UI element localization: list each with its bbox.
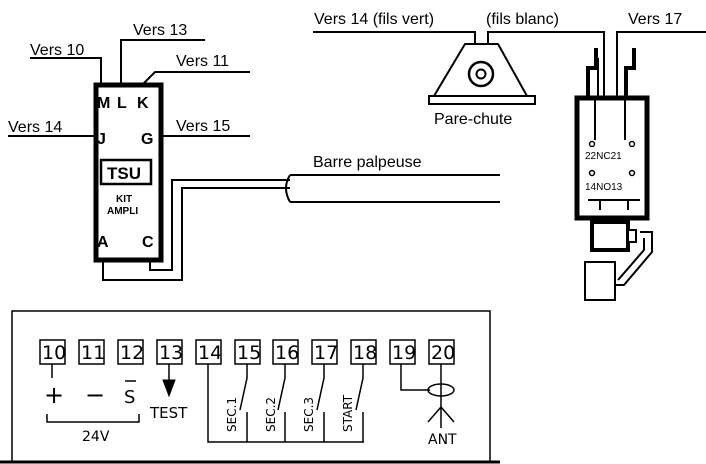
wire-vers11: [141, 71, 250, 86]
terminal-box-15: [234, 339, 261, 365]
terminal-box-18: [350, 339, 377, 365]
pare-chute-base: [428, 95, 536, 105]
terminal-label-15: 15: [237, 342, 261, 364]
switch-screw-no-left: [588, 169, 596, 177]
test-input: TEST: [149, 364, 188, 422]
test-arrow-icon: [162, 379, 176, 398]
switch-actuator-stub: [627, 229, 637, 243]
label-vers14: Vers 14: [8, 119, 62, 136]
barre-end: [285, 174, 291, 203]
terminal-box-17: [311, 339, 338, 365]
common-rail-14: [207, 364, 364, 443]
tsu-kit-ampli-module: M L K J G TSU KIT AMPLI A C: [93, 82, 164, 263]
label-14no13: 14NO13: [585, 182, 623, 193]
contact-sec2: [277, 364, 286, 442]
safety-contacts: SEC.1 SEC.2 SEC.3 START: [207, 364, 364, 443]
label-fils-blanc: (fils blanc): [486, 11, 559, 28]
module-line-kit: KIT: [116, 194, 132, 205]
supply-bracket: [46, 414, 140, 423]
tsu-badge-label: TSU: [107, 164, 141, 183]
pin-k: K: [137, 95, 149, 112]
switch-screw-nc-left: [588, 140, 596, 148]
terminal-label-17: 17: [314, 342, 338, 364]
switch-bottom-inner: [588, 199, 640, 210]
terminal-block-frame: [11, 310, 491, 462]
limit-switch: Vers 17 22NC21 14NO13: [574, 11, 706, 301]
terminal-boxes: 10 11 12 13 14 15 16 17 18 19 20: [39, 339, 455, 365]
terminal-label-13: 13: [159, 342, 183, 364]
wire-fils-blanc: [487, 31, 605, 105]
supply-24v: + − S 24V: [44, 364, 140, 445]
contact-start: [355, 364, 364, 442]
pin-j: J: [97, 131, 106, 148]
label-vers17: Vers 17: [628, 11, 682, 28]
pin-c: C: [142, 234, 154, 251]
wire-19: [400, 364, 430, 391]
pare-chute-inner-ring: [475, 68, 487, 80]
label-vers13: Vers 13: [133, 22, 187, 39]
terminal-box-12: [117, 339, 144, 365]
terminal-box-13: [156, 339, 183, 365]
label-22nc21: 22NC21: [585, 151, 622, 162]
antenna-coil: [427, 383, 455, 397]
terminal-block: 10 11 12 13 14 15 16 17 18 19 20 +: [0, 310, 500, 464]
label-vers15: Vers 15: [176, 118, 230, 135]
cable-a-wire: [102, 187, 290, 281]
contact-sec3: [316, 364, 325, 442]
wire-vers13: [120, 39, 205, 85]
module-line-ampli: AMPLI: [107, 206, 138, 217]
cable-c-wire: [149, 179, 290, 271]
switch-housing: [574, 95, 650, 221]
label-vers14-fils-vert: Vers 14 (fils vert): [314, 11, 434, 28]
pin-g: G: [141, 131, 153, 148]
wire-vers17: [616, 31, 706, 108]
terminal-label-10: 10: [42, 342, 66, 364]
terminal-box-10: [39, 339, 66, 365]
terminal-label-14: 14: [198, 342, 222, 364]
wire-vers14-fils-vert: [313, 31, 476, 44]
terminal-label-19: 19: [392, 342, 416, 364]
pin-a: A: [97, 234, 109, 251]
barre-palpeuse-cable: Barre palpeuse: [102, 154, 500, 281]
label-vers11: Vers 11: [176, 53, 229, 70]
pin-l: L: [117, 95, 127, 112]
supply-s: S: [124, 387, 135, 408]
switch-terminal-right: [624, 48, 636, 100]
label-pare-chute: Pare-chute: [434, 111, 512, 128]
contact-sec1: [239, 364, 248, 442]
supply-plus: +: [44, 381, 64, 409]
test-label: TEST: [149, 404, 188, 422]
wire-vers10: [30, 57, 102, 85]
switch-terminal-left: [586, 48, 598, 100]
antenna-icon: [427, 406, 455, 428]
module-connections: Vers 10 Vers 13 Vers 11 Vers 14 Vers 15: [8, 22, 250, 137]
antenna: ANT: [400, 364, 457, 448]
terminal-box-19: [389, 339, 416, 365]
label-sec3: SEC.3: [302, 397, 316, 432]
switch-screw-no-right: [628, 169, 636, 177]
switch-actuator-block: [590, 220, 630, 252]
terminal-box-11: [78, 339, 105, 365]
label-vers10: Vers 10: [30, 42, 84, 59]
pin-m: M: [97, 95, 110, 112]
switch-lever-inner: [617, 238, 645, 281]
terminal-label-11: 11: [81, 342, 105, 364]
pare-chute: Vers 14 (fils vert) (fils blanc) Pare-ch…: [313, 11, 605, 128]
terminal-label-16: 16: [275, 342, 299, 364]
label-barre-palpeuse: Barre palpeuse: [313, 154, 422, 171]
switch-screw-nc-right: [628, 140, 636, 148]
terminal-label-12: 12: [120, 342, 144, 364]
switch-roller: [584, 261, 616, 301]
terminal-label-20: 20: [431, 342, 455, 364]
label-sec2: SEC.2: [264, 397, 278, 432]
terminal-label-18: 18: [353, 342, 377, 364]
label-ant: ANT: [428, 432, 457, 448]
supply-minus: −: [85, 381, 105, 409]
label-start: START: [341, 394, 355, 432]
label-sec1: SEC.1: [225, 397, 239, 432]
supply-voltage: 24V: [82, 429, 110, 445]
tsu-badge: [99, 158, 153, 186]
switch-lever: [612, 231, 653, 286]
